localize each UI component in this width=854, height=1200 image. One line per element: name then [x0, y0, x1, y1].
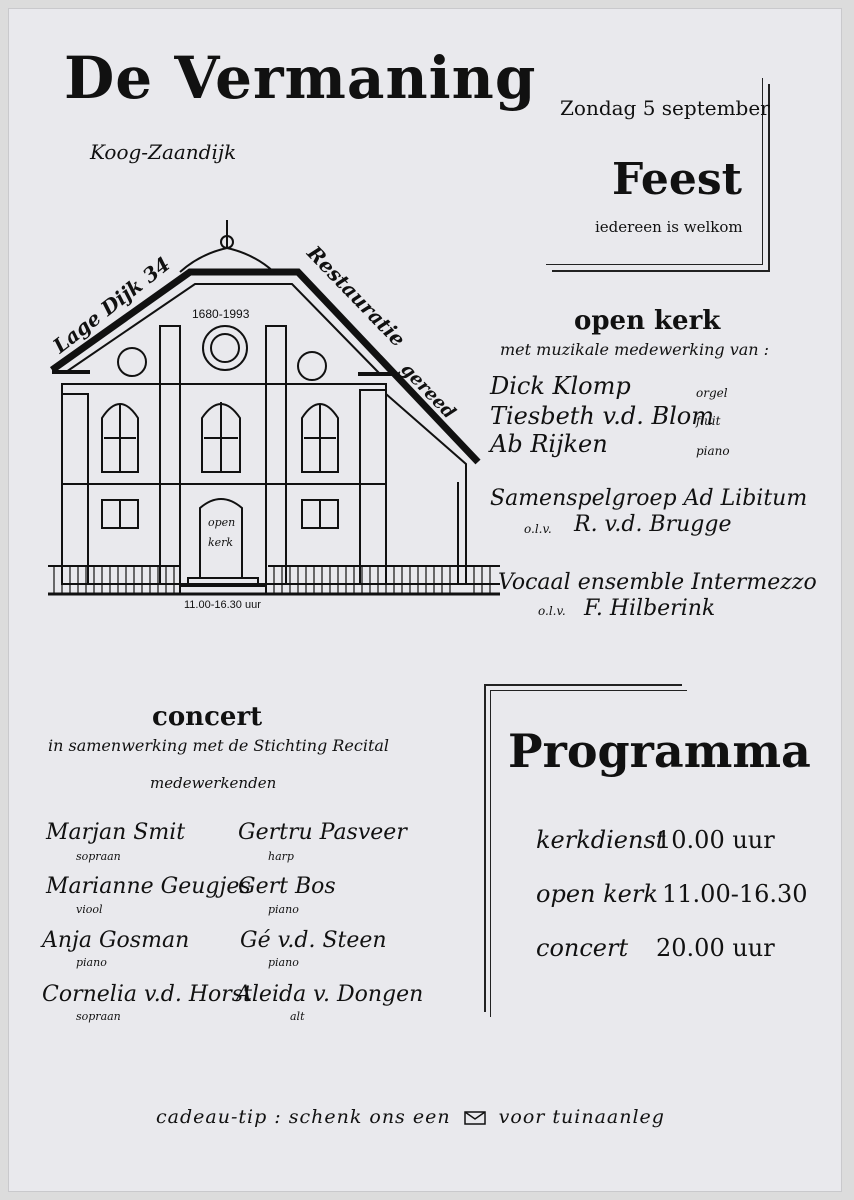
participant-name: Gert Bos	[238, 874, 336, 899]
footer-tip-text-1: cadeau-tip : schenk ons een	[156, 1106, 451, 1128]
musician-instrument: fluit	[696, 414, 721, 428]
participant-role: piano	[268, 903, 299, 916]
programma-box-frame-inner	[490, 690, 687, 1017]
participant-role: viool	[76, 903, 103, 916]
open-kerk-subheading: met muzikale medewerking van :	[500, 340, 770, 359]
envelope-icon	[463, 1111, 486, 1125]
musician-name: Tiesbeth v.d. Blom	[490, 402, 714, 430]
concert-heading: concert	[152, 702, 263, 732]
footer-tip: cadeau-tip : schenk ons een voor tuinaan…	[156, 1106, 665, 1128]
participants-label: medewerkenden	[150, 774, 277, 792]
participant-role: sopraan	[76, 1010, 121, 1023]
hours-label: 11.00-16.30 uur	[184, 599, 261, 611]
participant-role: sopraan	[76, 850, 121, 863]
programma-box-frame	[484, 684, 682, 1012]
participant-name: Marjan Smit	[46, 820, 186, 845]
programma-item-time: 20.00 uur	[656, 934, 775, 962]
event-welcome: iedereen is welkom	[595, 218, 743, 236]
programma-item-time: 11.00-16.30	[662, 880, 808, 908]
event-date: Zondag 5 september	[560, 96, 770, 120]
address-label: Lage Dijk 34	[48, 252, 175, 359]
participant-name: Marianne Geugjes	[46, 874, 251, 899]
open-kerk-heading: open kerk	[574, 306, 721, 336]
door-label-2: kerk	[208, 536, 233, 549]
church-drawing: Lage Dijk 34 Restauratie gereed 1680-199…	[48, 220, 500, 611]
event-box-frame	[552, 84, 770, 272]
concert-cooperation: in samenwerking met de Stichting Recital	[48, 736, 390, 755]
group-leader: F. Hilberink	[584, 596, 716, 621]
door-label-1: open	[208, 516, 235, 529]
footer-tip-text-2: voor tuinaanleg	[498, 1106, 665, 1128]
musician-name: Dick Klomp	[490, 372, 631, 400]
programma-item-label: kerkdienst	[536, 826, 666, 854]
programma-item-label: concert	[536, 934, 629, 962]
programma-heading: Programma	[508, 724, 811, 778]
group-olv: o.l.v.	[524, 522, 552, 536]
programma-item-time: 10.00 uur	[656, 826, 775, 854]
location-subtitle: Koog-Zaandijk	[90, 140, 237, 164]
participant-role: piano	[268, 956, 299, 969]
programma-item-label: open kerk	[536, 880, 658, 908]
participant-name: Cornelia v.d. Horst	[42, 982, 252, 1007]
participant-role: piano	[76, 956, 107, 969]
group-name: Vocaal ensemble Intermezzo	[498, 570, 817, 595]
group-leader: R. v.d. Brugge	[574, 512, 732, 537]
event-name: Feest	[612, 154, 742, 205]
participant-name: Gé v.d. Steen	[240, 928, 387, 953]
group-olv: o.l.v.	[538, 604, 566, 618]
participant-role: harp	[268, 850, 294, 863]
participant-role: alt	[290, 1010, 305, 1023]
musician-instrument: piano	[696, 444, 730, 458]
participant-name: Anja Gosman	[42, 928, 190, 953]
group-name: Samenspelgroep Ad Libitum	[490, 486, 808, 511]
participant-name: Gertru Pasveer	[238, 820, 407, 845]
years-label: 1680-1993	[192, 307, 250, 321]
poster-page	[8, 8, 842, 1192]
musician-name: Ab Rijken	[490, 430, 608, 458]
participant-name: Aleida v. Dongen	[236, 982, 424, 1007]
event-box-frame-inner	[546, 78, 763, 265]
musician-instrument: orgel	[696, 386, 728, 400]
poster-title: De Vermaning	[64, 44, 537, 112]
